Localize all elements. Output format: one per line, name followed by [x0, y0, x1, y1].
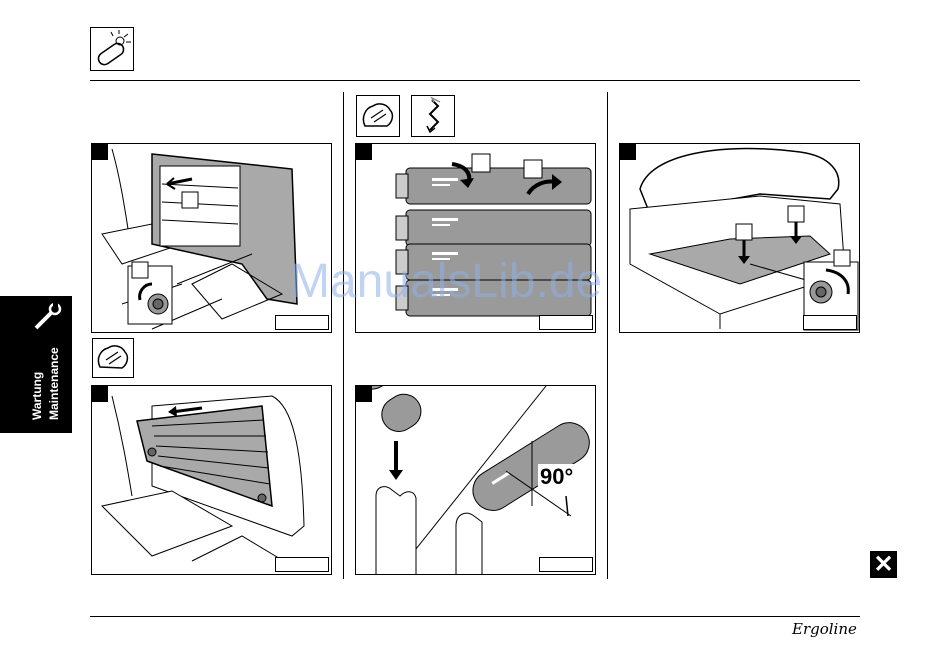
rotate-arrow-icon [411, 95, 455, 137]
close-icon[interactable]: ✕ [870, 551, 897, 578]
lamp-tube-icon [90, 27, 134, 71]
side-tab-label-en: Maintenance [47, 347, 61, 420]
figure-ref-box [803, 315, 857, 330]
figure-ref-box [539, 315, 593, 330]
side-tab-label-de: Wartung [30, 372, 44, 420]
hand-touch-icon [356, 95, 400, 137]
header-rule [90, 80, 860, 81]
step-marker [355, 143, 372, 160]
figure-ref-box [275, 557, 329, 572]
step-marker [355, 385, 372, 402]
watermark-text: ManualsLib.de [290, 254, 602, 309]
angle-label: 90° [538, 464, 575, 490]
hand-touch-icon [92, 338, 134, 378]
figure-ref-box [275, 315, 329, 330]
column-divider-2 [607, 92, 608, 579]
footer-rule [90, 616, 860, 617]
side-tab: Wartung Maintenance [0, 296, 72, 433]
figure-tube-insert-90deg: 90° [355, 385, 596, 575]
wrench-icon [32, 302, 62, 332]
figure-open-bed [619, 143, 860, 333]
figure-ref-box [539, 557, 593, 572]
brand-logo: Ergoline [792, 620, 857, 638]
figure-lamp-panel-removal [91, 385, 332, 575]
column-divider-1 [343, 92, 344, 579]
step-marker [619, 143, 636, 160]
step-marker [91, 385, 108, 402]
step-marker [91, 143, 108, 160]
